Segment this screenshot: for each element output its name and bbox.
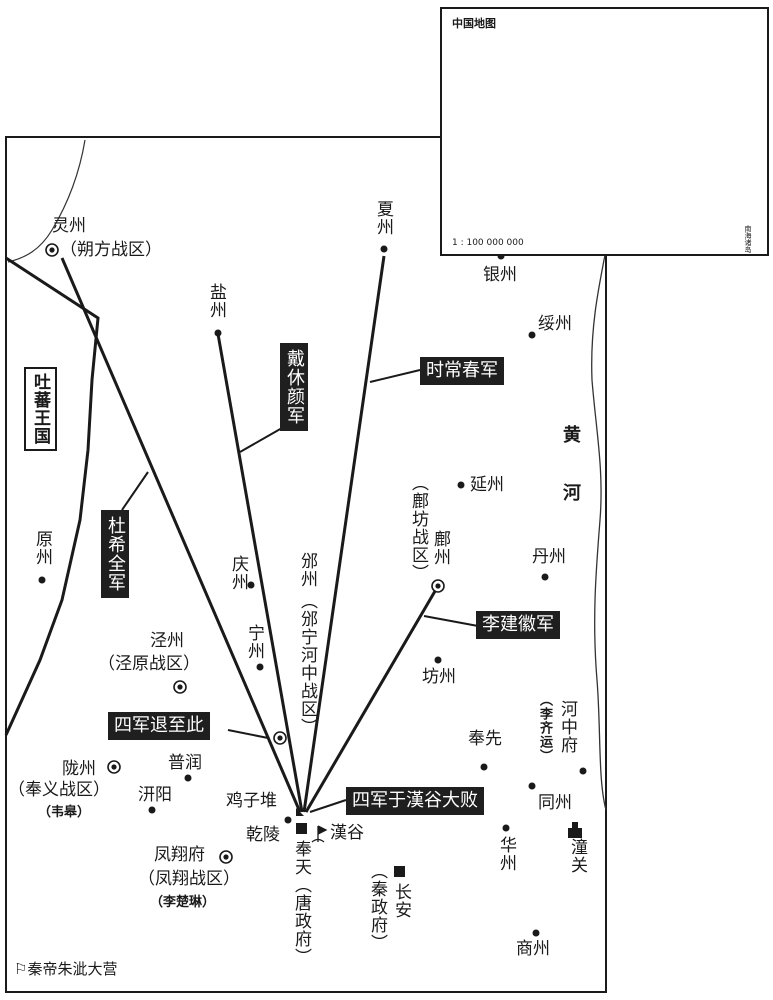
- banner-shichangchun: 时常春军: [420, 357, 504, 385]
- leader-duxiquan: [121, 471, 149, 511]
- place-qingzhou: 庆州: [228, 555, 248, 591]
- place-yinzhou: 银州: [483, 265, 517, 285]
- main-map-frame: [5, 136, 607, 993]
- place-xiazhou: 夏州: [373, 200, 393, 236]
- leader-lijianhui: [423, 615, 479, 627]
- place-qianyang: 汧阳: [138, 785, 172, 805]
- pass-tongguan-icon: [568, 822, 582, 838]
- place-hezhongfu: 河中府: [557, 700, 577, 754]
- banner-duxiquan: 杜希全军: [101, 510, 129, 598]
- river-yellow: [591, 249, 607, 811]
- place-jingyuan: （泾原战区）: [98, 654, 200, 674]
- place-suizhou: 绥州: [538, 314, 572, 334]
- place-lichulin: （李楚琳）: [150, 895, 216, 910]
- place-binning: （邠宁河中战区）: [297, 592, 317, 736]
- army-routes: [60, 255, 440, 813]
- legend: ⚐秦帝朱泚大营: [14, 958, 117, 979]
- place-binzhou: 邠州: [297, 552, 317, 588]
- place-jizidui: 鸡子堆: [226, 791, 277, 811]
- route-lijianhui: [304, 585, 440, 813]
- route-daixiuyan: [216, 333, 304, 813]
- place-danzhou: 丹州: [532, 547, 566, 567]
- route-shichangchun: [302, 255, 386, 813]
- place-fengyi: （奉义战区）: [8, 780, 110, 800]
- place-ningzhou: 宁州: [244, 624, 264, 660]
- place-liqiyun: （李齐运）: [537, 693, 552, 763]
- border-tubo: [4, 256, 100, 736]
- place-fengxian: 奉先: [468, 729, 502, 749]
- region-tubo: 吐蕃王国: [24, 367, 57, 451]
- place-fuzhou: 鄜州: [430, 530, 450, 566]
- place-fangzhou: 坊州: [422, 667, 456, 687]
- place-changan: 长安: [391, 883, 411, 919]
- junction-arrow-icon: [296, 808, 304, 816]
- place-qin-gov: （秦政府）: [367, 862, 387, 952]
- capital-changan: [394, 866, 405, 877]
- leader-sijun-bai: [309, 799, 347, 813]
- banner-daixiuyan: 戴休颜军: [280, 343, 308, 431]
- place-huazhou: 华州: [496, 836, 516, 872]
- place-tongguan: 潼关: [567, 838, 587, 874]
- leader-daixiuyan: [239, 427, 283, 453]
- leader-shichangchun: [369, 369, 421, 383]
- river-northwest: [7, 139, 86, 263]
- camp-flag-icon: [311, 825, 328, 843]
- inset-sea-label: 南海诸岛: [744, 225, 752, 253]
- place-qianling: 乾陵: [246, 825, 280, 845]
- banner-sijun-tui: 四军退至此: [108, 712, 210, 740]
- region-huanghe: 黄河: [560, 425, 581, 541]
- place-fengtian: 奉天（唐政府）: [291, 840, 311, 966]
- place-lingzhou: 灵州: [52, 216, 86, 236]
- legend-text: 秦帝朱泚大营: [27, 960, 118, 978]
- place-yanzhou2: 延州: [470, 475, 504, 495]
- place-yuanzhou: 原州: [32, 530, 52, 566]
- place-fengxiang-zone: （凤翔战区）: [138, 869, 240, 889]
- leader-sijun-tui: [227, 729, 269, 739]
- legend-flag-icon: ⚐: [14, 960, 28, 978]
- place-longzhou: 陇州: [62, 759, 96, 779]
- inset-scale: 1 : 100 000 000: [452, 238, 524, 248]
- place-fengxiangfu: 凤翔府: [154, 845, 205, 865]
- hq-circles: [45, 243, 445, 864]
- inset-title: 中国地图: [452, 17, 496, 30]
- route-duxiquan: [60, 257, 302, 813]
- banner-sijun-bai: 四军于漢谷大败: [346, 787, 484, 815]
- city-dots: [38, 245, 587, 937]
- place-jingzhou: 泾州: [150, 631, 184, 651]
- place-purun: 普润: [168, 753, 202, 773]
- banner-lijianhui: 李建徽军: [476, 611, 560, 639]
- capital-fengtian: [296, 823, 307, 834]
- place-tongzhou: 同州: [538, 793, 572, 813]
- place-shuofang: （朔方战区）: [60, 240, 162, 260]
- place-shangzhou: 商州: [516, 939, 550, 959]
- place-hangu: 漢谷: [330, 823, 364, 843]
- inset-map: 中国地图 1 : 100 000 000 南海诸岛: [440, 7, 769, 256]
- place-yanzhou: 盐州: [206, 283, 226, 319]
- place-weigao: （韦皋）: [38, 805, 91, 820]
- place-fangzhou-zone: （鄜坊战区）: [408, 474, 428, 582]
